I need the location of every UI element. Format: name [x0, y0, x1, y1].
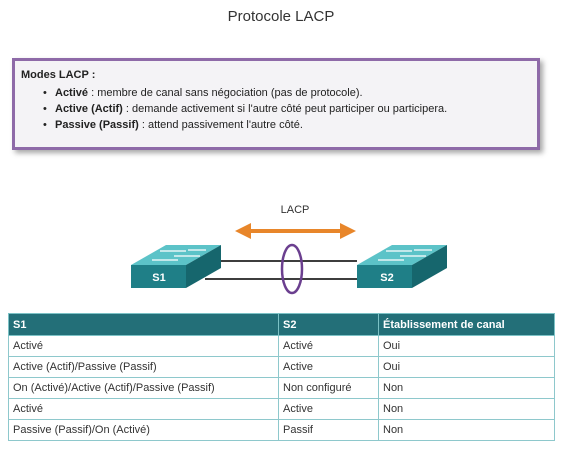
cell-channel: Oui: [378, 335, 555, 357]
cell-s1: On (Activé)/Active (Actif)/Passive (Pass…: [8, 377, 279, 399]
switch-s1-label: S1: [152, 272, 165, 284]
header-s2: S2: [278, 313, 379, 336]
mode-term: Passive (Passif): [55, 119, 139, 131]
switch-s1-side: [186, 245, 221, 288]
mode-desc: : attend passivement l'autre côté.: [138, 119, 303, 131]
header-channel: Établissement de canal: [378, 313, 555, 336]
lacp-label: LACP: [281, 204, 310, 216]
cell-channel: Non: [378, 398, 555, 420]
channel-table: S1 S2 Établissement de canal Activé Acti…: [8, 313, 555, 441]
table-row: Activé Activé Oui: [8, 335, 555, 357]
cell-channel: Oui: [378, 356, 555, 378]
cell-s2: Non configuré: [278, 377, 379, 399]
cell-s2: Active: [278, 356, 379, 378]
switch-s2-label: S2: [380, 272, 393, 284]
table-row: Passive (Passif)/On (Activé) Passif Non: [8, 419, 555, 441]
bullet-icon: •: [43, 119, 47, 131]
switch-s2-front: [357, 265, 412, 288]
cell-s1: Active (Actif)/Passive (Passif): [8, 356, 279, 378]
mode-desc: : membre de canal sans négociation (pas …: [88, 87, 363, 99]
cell-channel: Non: [378, 377, 555, 399]
cell-s1: Activé: [8, 335, 279, 357]
link-bundle: [205, 243, 357, 295]
page-title: Protocole LACP: [227, 8, 335, 25]
bundle-ellipse-icon: [280, 243, 304, 295]
mode-item-passif: • Passive (Passif) : attend passivement …: [43, 117, 531, 133]
cell-s2: Activé: [278, 335, 379, 357]
table-row: Active (Actif)/Passive (Passif) Active O…: [8, 356, 555, 378]
modes-info-box: Modes LACP : • Activé : membre de canal …: [12, 58, 540, 150]
cell-channel: Non: [378, 419, 555, 441]
switch-arrows-icon: [378, 249, 432, 261]
mode-term: Active (Actif): [55, 103, 123, 115]
cell-s2: Passif: [278, 419, 379, 441]
mode-term: Activé: [55, 87, 89, 99]
cell-s1: Passive (Passif)/On (Activé): [8, 419, 279, 441]
cell-s1: Activé: [8, 398, 279, 420]
modes-heading: Modes LACP :: [21, 69, 96, 81]
switch-s1: S1: [131, 245, 221, 288]
switch-s2: S2: [357, 245, 447, 288]
mode-item-active: • Activé : membre de canal sans négociat…: [43, 85, 531, 101]
lacp-diagram: LACP S1: [131, 204, 447, 295]
modes-list: • Activé : membre de canal sans négociat…: [21, 85, 531, 133]
switch-arrows-icon: [152, 249, 206, 261]
bullet-icon: •: [43, 103, 47, 115]
table-row: On (Activé)/Active (Actif)/Passive (Pass…: [8, 377, 555, 399]
table-row: Activé Active Non: [8, 398, 555, 420]
mode-item-actif: • Active (Actif) : demande activement si…: [43, 101, 531, 117]
switch-s2-side: [412, 245, 447, 288]
mode-desc: : demande activement si l'autre côté peu…: [122, 103, 448, 115]
table-header-row: S1 S2 Établissement de canal: [8, 313, 555, 336]
bullet-icon: •: [43, 87, 47, 99]
cell-s2: Active: [278, 398, 379, 420]
switch-s1-front: [131, 265, 186, 288]
header-s1: S1: [8, 313, 279, 336]
